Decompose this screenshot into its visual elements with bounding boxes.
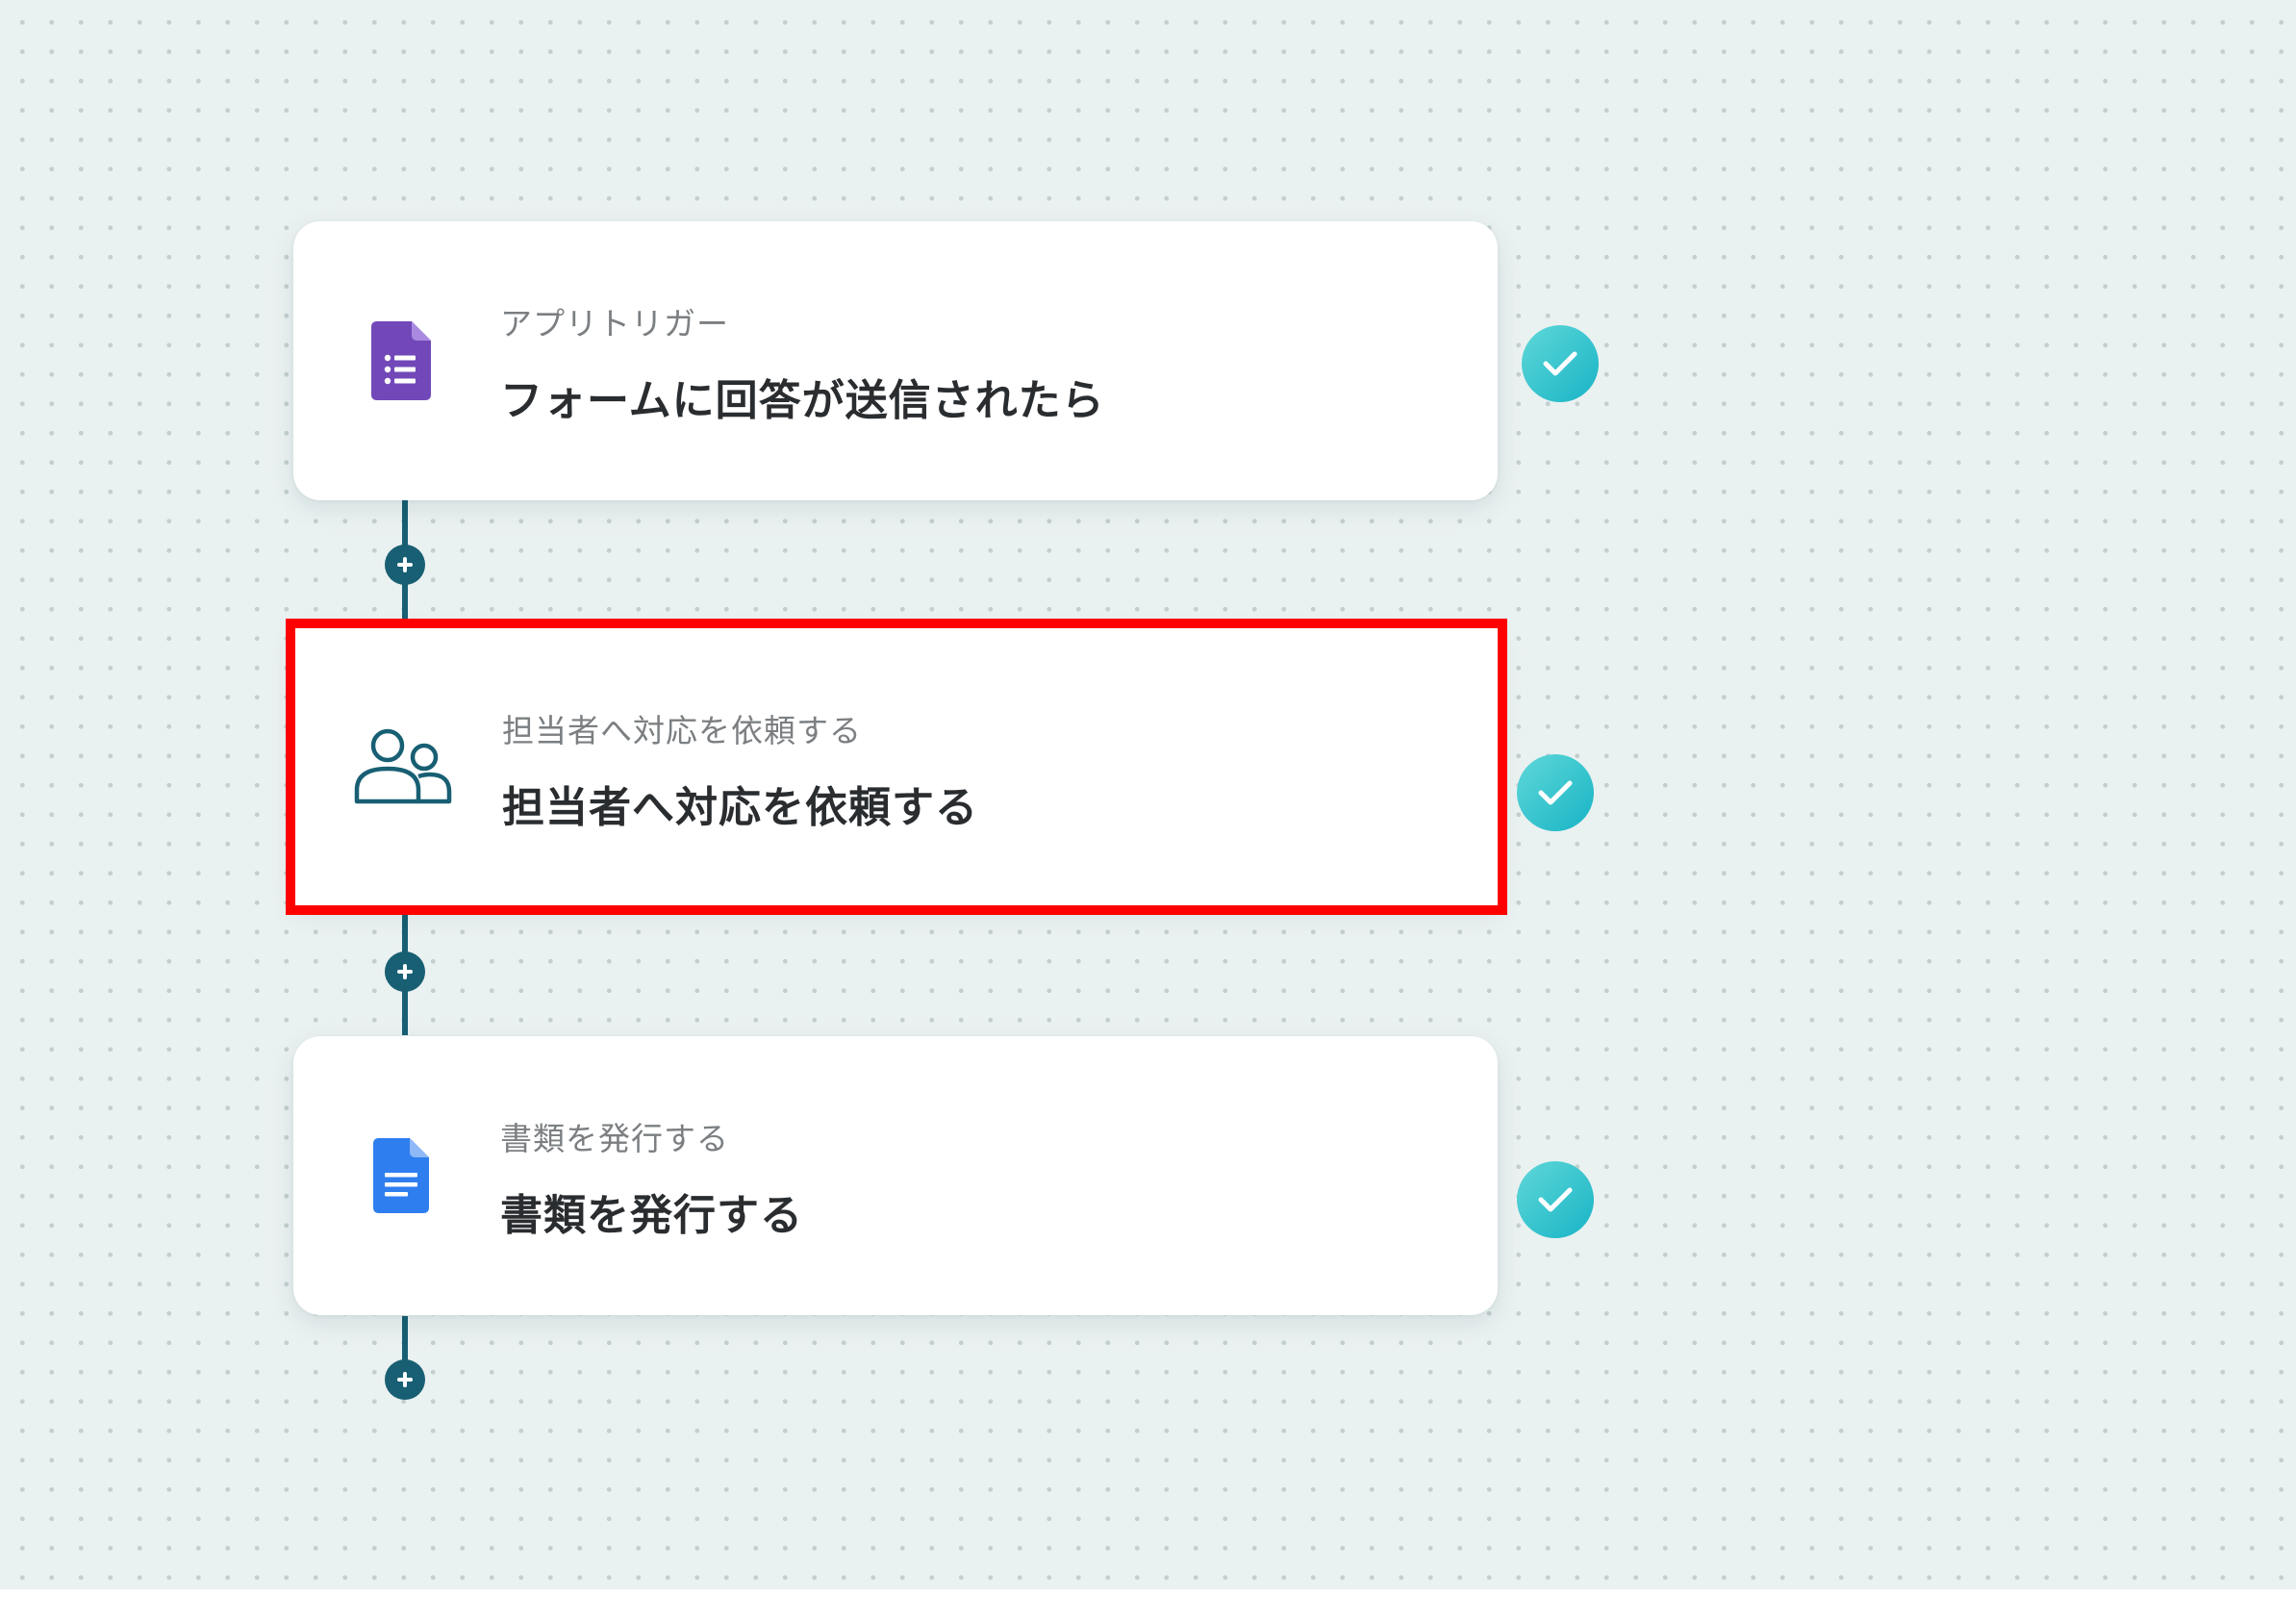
flow-step-card-trigger[interactable]: アプリトリガー フォームに回答が送信されたら bbox=[293, 221, 1498, 500]
google-forms-icon bbox=[351, 317, 451, 404]
flow-step-card-request[interactable]: 担当者へ対応を依頼する 担当者へ対応を依頼する bbox=[295, 628, 1498, 905]
people-icon bbox=[353, 724, 453, 811]
check-complete-icon bbox=[1522, 325, 1599, 402]
check-complete-icon bbox=[1517, 754, 1594, 831]
flow-step-card-document[interactable]: 書類を発行する 書類を発行する bbox=[293, 1036, 1498, 1315]
flow-connector bbox=[402, 1316, 408, 1382]
add-step-button[interactable] bbox=[385, 545, 425, 585]
check-complete-icon bbox=[1517, 1161, 1594, 1238]
step-title: 書類を発行する bbox=[500, 1191, 803, 1240]
step-subtitle: 担当者へ対応を依頼する bbox=[502, 712, 862, 749]
step-subtitle: 書類を発行する bbox=[500, 1120, 729, 1157]
google-docs-icon bbox=[351, 1132, 451, 1219]
step-title: フォームに回答が送信されたら bbox=[500, 376, 1105, 425]
bottom-band bbox=[0, 1589, 2296, 1598]
add-step-button[interactable] bbox=[385, 951, 425, 992]
step-title: 担当者へ対応を依頼する bbox=[502, 783, 978, 832]
step-subtitle: アプリトリガー bbox=[500, 305, 729, 342]
add-step-button[interactable] bbox=[385, 1359, 425, 1400]
